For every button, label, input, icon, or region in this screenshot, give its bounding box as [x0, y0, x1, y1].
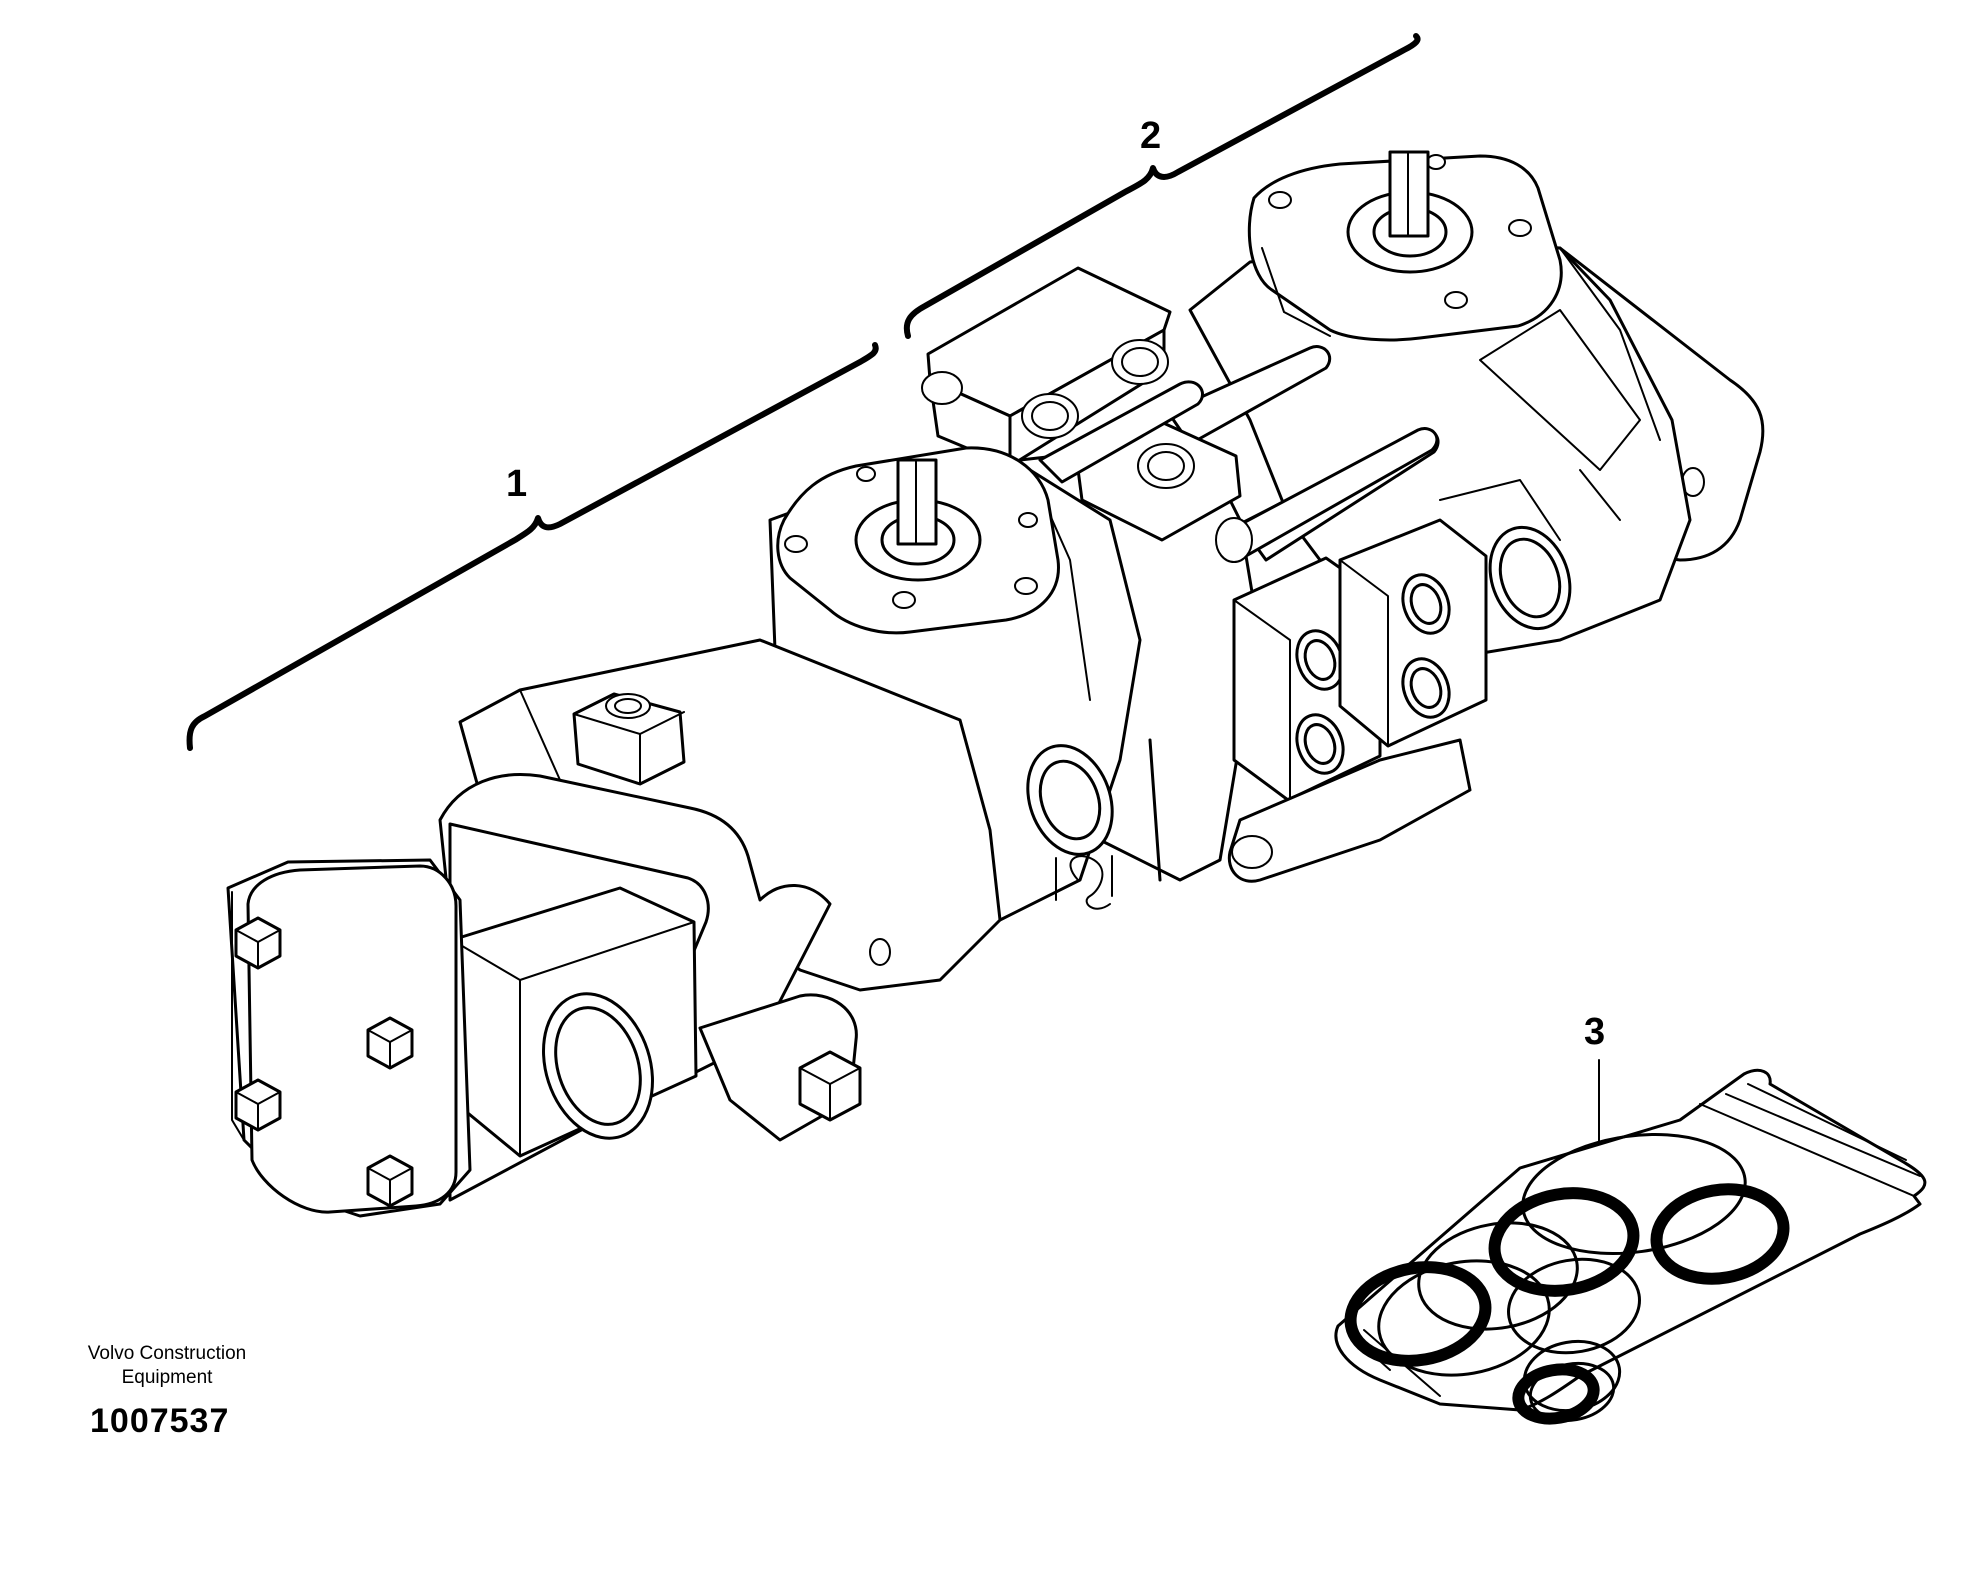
gear-pump-front-section — [226, 638, 1002, 1218]
callout-1-brace — [186, 342, 879, 751]
bolt-head-4 — [366, 1154, 414, 1208]
credit-line-2: Equipment — [121, 1367, 213, 1388]
callout-1-label: 1 — [506, 463, 527, 505]
seal-kit-bag — [1334, 1068, 1927, 1425]
callout-3-label: 3 — [1584, 1011, 1605, 1053]
bolt-head-2 — [366, 1016, 414, 1070]
callout-2-label: 2 — [1140, 115, 1161, 157]
relief-bolt-head — [798, 1050, 862, 1122]
bolt-head-3 — [234, 1078, 282, 1132]
bolt-head-1 — [234, 916, 282, 970]
manufacturer-credit: Volvo Construction Equipment — [52, 1342, 282, 1390]
credit-line-1: Volvo Construction — [87, 1343, 247, 1364]
callout-2-brace — [903, 33, 1421, 339]
document-number: 1007537 — [90, 1402, 230, 1440]
